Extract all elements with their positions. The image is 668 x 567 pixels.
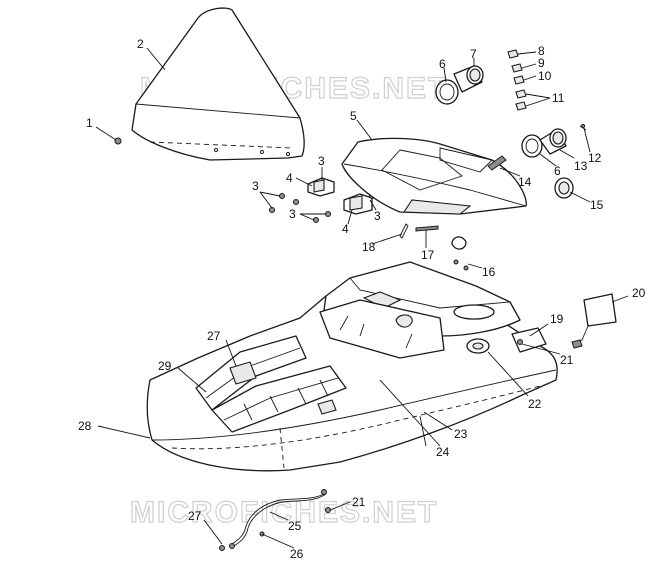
gauge-13 xyxy=(539,128,567,155)
gauge-bezel-6-lower xyxy=(521,134,543,158)
callout-17: 17 xyxy=(421,248,435,262)
vent-louvers xyxy=(195,335,347,433)
callout-16: 16 xyxy=(482,265,496,279)
callout-8: 8 xyxy=(538,44,545,58)
callout-15: 15 xyxy=(590,198,604,212)
bulb-12 xyxy=(579,123,587,131)
callout-21b: 21 xyxy=(352,495,366,509)
side-panel-19 xyxy=(511,327,547,353)
screw-1 xyxy=(114,137,122,145)
callout-19: 19 xyxy=(550,312,564,326)
callout-2: 2 xyxy=(137,37,144,51)
callout-23: 23 xyxy=(454,427,468,441)
grommet-22 xyxy=(466,338,490,354)
callout-25: 25 xyxy=(288,519,302,533)
callout-11: 11 xyxy=(552,91,565,105)
callout-27a: 27 xyxy=(207,329,221,343)
callout-3c: 3 xyxy=(289,207,296,221)
indicator-15 xyxy=(554,177,574,199)
cable-25 xyxy=(219,489,331,551)
callout-26: 26 xyxy=(290,547,304,561)
callout-3a: 3 xyxy=(318,154,325,168)
callout-20: 20 xyxy=(632,286,646,300)
watermark-bottom: MICROFICHES.NET xyxy=(130,496,438,529)
callout-3b: 3 xyxy=(252,179,259,193)
callout-4b: 4 xyxy=(342,222,349,236)
callout-9: 9 xyxy=(538,56,545,70)
gauge-7 xyxy=(453,65,484,93)
mirror-20 xyxy=(571,293,617,349)
gauge-bezel-6-upper xyxy=(435,79,459,105)
callout-6b: 6 xyxy=(554,164,561,178)
fasteners-8-11 xyxy=(507,49,527,111)
callout-14: 14 xyxy=(518,175,532,189)
tie-18 xyxy=(399,223,409,239)
callout-21a: 21 xyxy=(560,353,574,367)
dash-panel xyxy=(341,137,527,215)
callout-29: 29 xyxy=(158,359,172,373)
callout-28: 28 xyxy=(78,419,92,433)
clip-16 xyxy=(451,236,469,271)
strap-17 xyxy=(415,225,439,232)
callout-7: 7 xyxy=(470,47,477,61)
callout-10: 10 xyxy=(538,69,552,83)
switch-14 xyxy=(487,155,507,171)
callout-18: 18 xyxy=(362,240,376,254)
callout-12: 12 xyxy=(588,151,602,165)
callout-5: 5 xyxy=(350,109,357,123)
callout-24: 24 xyxy=(436,445,450,459)
callout-labels: 1 2 3 3 3 3 4 4 5 6 6 7 8 9 10 11 12 13 … xyxy=(78,37,646,561)
callout-1: 1 xyxy=(86,116,93,130)
callout-6a: 6 xyxy=(439,57,446,71)
bracket-upper xyxy=(307,177,335,197)
hood-upper-deck xyxy=(319,261,521,359)
callout-22: 22 xyxy=(528,397,542,411)
leader-lines xyxy=(95,47,629,549)
callout-13: 13 xyxy=(574,159,588,173)
callout-27b: 27 xyxy=(188,509,202,523)
bracket-lower xyxy=(343,193,373,215)
callout-4a: 4 xyxy=(286,171,293,185)
callout-3d: 3 xyxy=(374,209,381,223)
windshield xyxy=(131,7,305,161)
